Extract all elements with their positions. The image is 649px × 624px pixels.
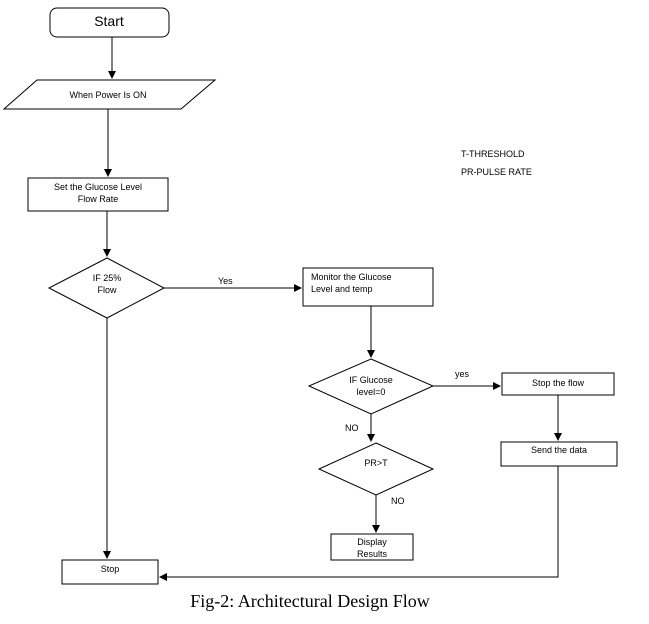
monitor-label-line-2: Level and temp bbox=[311, 284, 373, 294]
monitor-node: Monitor the Glucose Level and temp bbox=[302, 267, 434, 307]
pr-t-label: PR>T bbox=[364, 458, 388, 468]
start-label: Start bbox=[94, 13, 124, 29]
display-results-node: Display Results bbox=[330, 533, 414, 561]
edge-label-yes-1: Yes bbox=[218, 276, 233, 286]
legend-pr-pulse-rate: PR-PULSE RATE bbox=[461, 167, 532, 177]
if-glucose-label-line-1: IF Glucose bbox=[349, 375, 393, 385]
set-glucose-label-line-2: Flow Rate bbox=[78, 194, 119, 204]
stop-label: Stop bbox=[101, 564, 120, 574]
display-label-line-2: Results bbox=[357, 549, 388, 559]
pr-t-decision: PR>T bbox=[317, 442, 435, 496]
if-25-label-line-2: Flow bbox=[97, 285, 117, 295]
figure-caption: Fig-2: Architectural Design Flow bbox=[190, 591, 429, 611]
edge-label-no-1: NO bbox=[345, 423, 359, 433]
send-data-node: Send the data bbox=[500, 441, 618, 467]
edge-send-data-to-stop bbox=[159, 466, 559, 581]
display-label-line-1: Display bbox=[357, 537, 387, 547]
stop-flow-label: Stop the flow bbox=[532, 378, 585, 388]
monitor-label-line-1: Monitor the Glucose bbox=[311, 272, 392, 282]
if-25-flow-decision: IF 25% Flow bbox=[47, 257, 166, 319]
edge-label-no-2: NO bbox=[391, 496, 405, 506]
send-data-label: Send the data bbox=[531, 445, 587, 455]
if-glucose-decision: IF Glucose level=0 bbox=[307, 358, 435, 415]
power-on-node: When Power Is ON bbox=[2, 79, 217, 110]
start-node: Start bbox=[49, 7, 170, 38]
legend-t-threshold: T-THRESHOLD bbox=[461, 149, 525, 159]
stop-flow-node: Stop the flow bbox=[501, 372, 615, 396]
set-glucose-label-line-1: Set the Glucose Level bbox=[54, 182, 142, 192]
stop-node: Stop bbox=[61, 559, 159, 585]
if-25-label-line-1: IF 25% bbox=[93, 273, 122, 283]
power-on-label: When Power Is ON bbox=[69, 90, 146, 100]
set-glucose-node: Set the Glucose Level Flow Rate bbox=[27, 177, 169, 212]
if-glucose-label-line-2: level=0 bbox=[357, 387, 386, 397]
edge-label-yes-2: yes bbox=[455, 369, 470, 379]
